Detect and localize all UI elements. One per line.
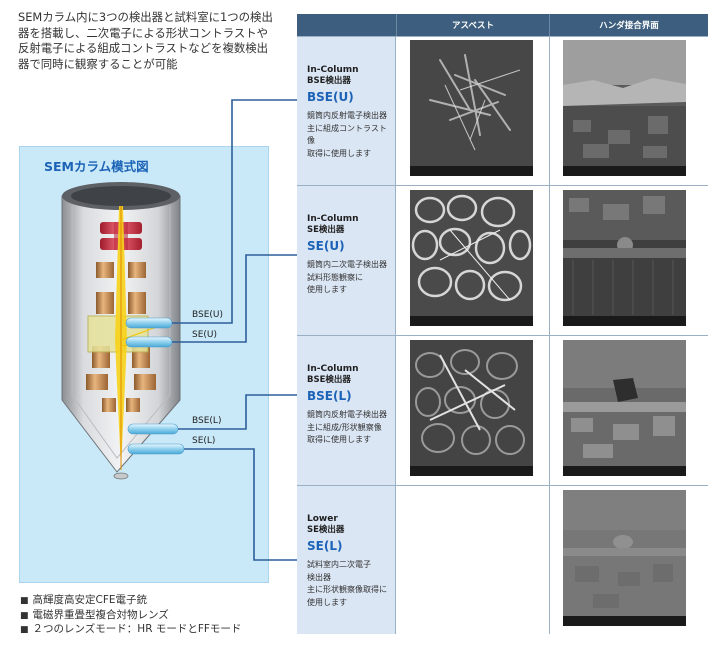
feature-list: ■高輝度高安定CFE電子銃 ■電磁界重畳型複合対物レンズ ■２つのレンズモード：…	[20, 594, 241, 638]
row-description: 鏡筒内反射電子検出器 主に組成/形状観察像 取得に使用します	[307, 410, 387, 444]
sample-stage	[113, 472, 129, 480]
intro-text: SEMカラム内に3つの検出器と試料室に1つの検出 器を搭載し、二次電子による形状…	[18, 10, 293, 72]
sem-image-solder-se-u	[563, 190, 686, 326]
port-label-se-l: SE(L)	[192, 436, 216, 446]
sem-image-asbestos-bse-l	[410, 340, 533, 476]
table-row-bse-u: In-Column BSE検出器 BSE(U) 鏡筒内反射電子検出器 主に組成コ…	[297, 36, 396, 185]
port-label-se-u: SE(U)	[192, 330, 218, 340]
column-title: SEMカラム模式図	[44, 159, 149, 174]
row-detector-type: BSE検出器	[307, 75, 351, 86]
port-label-bse-u: BSE(U)	[192, 310, 224, 320]
row-description: 鏡筒内二次電子検出器 試料形態観察に 使用します	[307, 260, 387, 294]
feature-item: ■電磁界重畳型複合対物レンズ	[20, 608, 169, 621]
intro-line: 反射電子による組成コントラストなどを複数検出	[18, 41, 269, 55]
port-label-bse-l: BSE(L)	[192, 416, 222, 426]
sem-image-asbestos-bse-u	[410, 40, 533, 176]
row-detector-code: SE(L)	[307, 539, 343, 553]
table-header-corner	[297, 14, 396, 36]
bullet-icon: ■	[20, 610, 29, 621]
table-header-solder-interface: ハンダ接合界面	[549, 14, 708, 36]
row-description: 鏡筒内反射電子検出器 主に組成コントラスト像 取得に使用します	[307, 111, 387, 158]
table-row-bse-l: In-Column BSE検出器 BSE(L) 鏡筒内反射電子検出器 主に組成/…	[297, 335, 396, 485]
row-detector-code: BSE(U)	[307, 90, 354, 104]
row-detector-type: BSE検出器	[307, 374, 351, 385]
sem-image-solder-se-l	[563, 490, 686, 626]
sem-image-asbestos-se-u	[410, 190, 533, 326]
row-location: In-Column	[307, 364, 359, 374]
intro-line: 器で同時に観察することが可能	[18, 56, 178, 71]
bullet-icon: ■	[20, 596, 29, 606]
table-row-se-l: Lower SE検出器 SE(L) 試料室内二次電子 検出器 主に形状観察像取得…	[297, 485, 396, 634]
connector-lines	[172, 99, 297, 561]
table-row-se-u: In-Column SE検出器 SE(U) 鏡筒内二次電子検出器 試料形態観察に…	[297, 185, 396, 335]
intro-line: 器を搭載し、二次電子による形状コントラストや	[18, 25, 269, 40]
feature-item: ■高輝度高安定CFE電子銃	[20, 594, 148, 606]
sem-image-solder-bse-l	[563, 340, 686, 476]
image-cell-empty	[396, 485, 549, 634]
row-location: In-Column	[307, 214, 359, 224]
sem-image-solder-bse-u	[563, 40, 686, 176]
detector-pipe-icon	[125, 317, 185, 455]
row-description: 試料室内二次電子 検出器 主に形状観察像取得に 使用します	[307, 560, 387, 607]
table-header-asbestos: アスベスト	[396, 14, 549, 36]
bullet-icon: ■	[20, 625, 29, 635]
row-location: Lower	[307, 514, 338, 524]
intro-line: SEMカラム内に3つの検出器と試料室に1つの検出	[18, 10, 273, 24]
row-detector-type: SE検出器	[307, 524, 345, 535]
row-detector-code: BSE(L)	[307, 389, 352, 403]
row-detector-code: SE(U)	[307, 239, 345, 253]
feature-item: ■２つのレンズモード：HR モードとFFモード	[20, 623, 242, 635]
row-detector-type: SE検出器	[307, 224, 345, 235]
row-location: In-Column	[307, 65, 359, 75]
